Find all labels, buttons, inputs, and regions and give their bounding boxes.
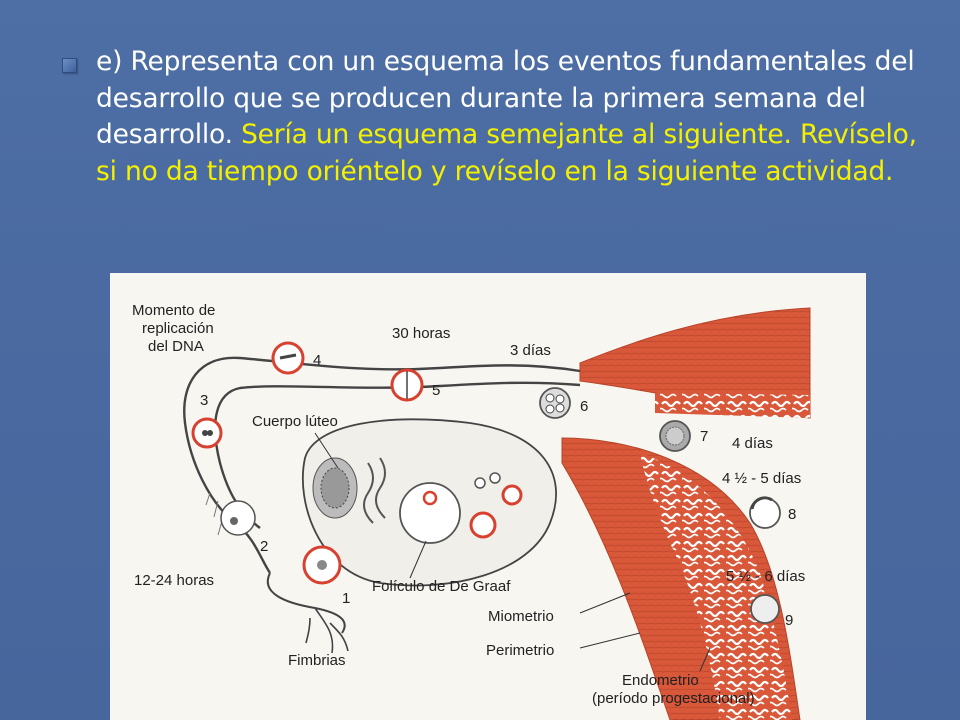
stage-number-4: 4: [313, 352, 321, 369]
label-12-24-horas: 12-24 horas: [134, 572, 214, 589]
stage-1-cell: [302, 545, 342, 585]
label-5-6-dias: 5 ½ - 6 días: [726, 568, 805, 585]
stage-9-cell: [750, 594, 780, 624]
label-replicacion-3: del DNA: [148, 338, 204, 355]
stage-number-7: 7: [700, 428, 708, 445]
slide-bullet: e) Representa con un esquema los eventos…: [62, 44, 922, 190]
first-week-development-diagram: Momento de replicación del DNA 30 horas …: [132, 302, 811, 720]
stage-8-cell: [749, 496, 781, 529]
label-perimetrio: Perimetrio: [486, 642, 554, 659]
label-fimbrias: Fimbrias: [288, 652, 346, 669]
label-4-5-dias: 4 ½ - 5 días: [722, 470, 801, 487]
bullet-square-icon: [62, 58, 77, 73]
stage-number-2: 2: [260, 538, 268, 555]
stage-5-cell: [390, 368, 424, 402]
uterus-lower-endometrium: [640, 453, 792, 720]
corpus-luteum: [312, 457, 358, 519]
stage-2-cell: [220, 500, 256, 536]
uterus-upper-endometrium: [655, 393, 810, 418]
bullet-text-main: e) Representa con un esquema los eventos…: [96, 46, 915, 150]
label-replicacion-2: replicación: [142, 320, 214, 337]
tube-outer-lower: [266, 572, 346, 634]
fimbriae: [305, 607, 349, 654]
embryology-figure: Momento de replicación del DNA 30 horas …: [110, 273, 866, 720]
label-3-dias: 3 días: [510, 342, 551, 359]
graafian-follicle: [399, 482, 461, 544]
stage-number-5: 5: [432, 382, 440, 399]
label-cuerpo-luteo: Cuerpo lúteo: [252, 413, 338, 430]
label-replicacion-1: Momento de: [132, 302, 215, 319]
stage-number-3: 3: [200, 392, 208, 409]
bullet-text-highlight: Sería un esquema semejante al siguiente.…: [96, 119, 917, 187]
label-periodo-progestacional: (período progestacional): [592, 690, 755, 707]
stage-number-1: 1: [342, 590, 350, 607]
bullet-text: e) Representa con un esquema los eventos…: [96, 44, 922, 190]
stage-number-9: 9: [785, 612, 793, 629]
stage-7-cell: [659, 420, 691, 452]
label-4-dias: 4 días: [732, 435, 773, 452]
stage-number-6: 6: [580, 398, 588, 415]
stage-4-cell: [271, 341, 305, 375]
stage-3-cell: [191, 417, 223, 449]
fallopian-tube-inner: [213, 381, 581, 529]
label-30-horas: 30 horas: [392, 325, 450, 342]
label-miometrio: Miometrio: [488, 608, 554, 625]
stage-number-8: 8: [788, 506, 796, 523]
label-endometrio: Endometrio: [622, 672, 699, 689]
stage-6-cell: [539, 387, 571, 419]
label-foliculo: Folículo de De Graaf: [372, 578, 511, 595]
